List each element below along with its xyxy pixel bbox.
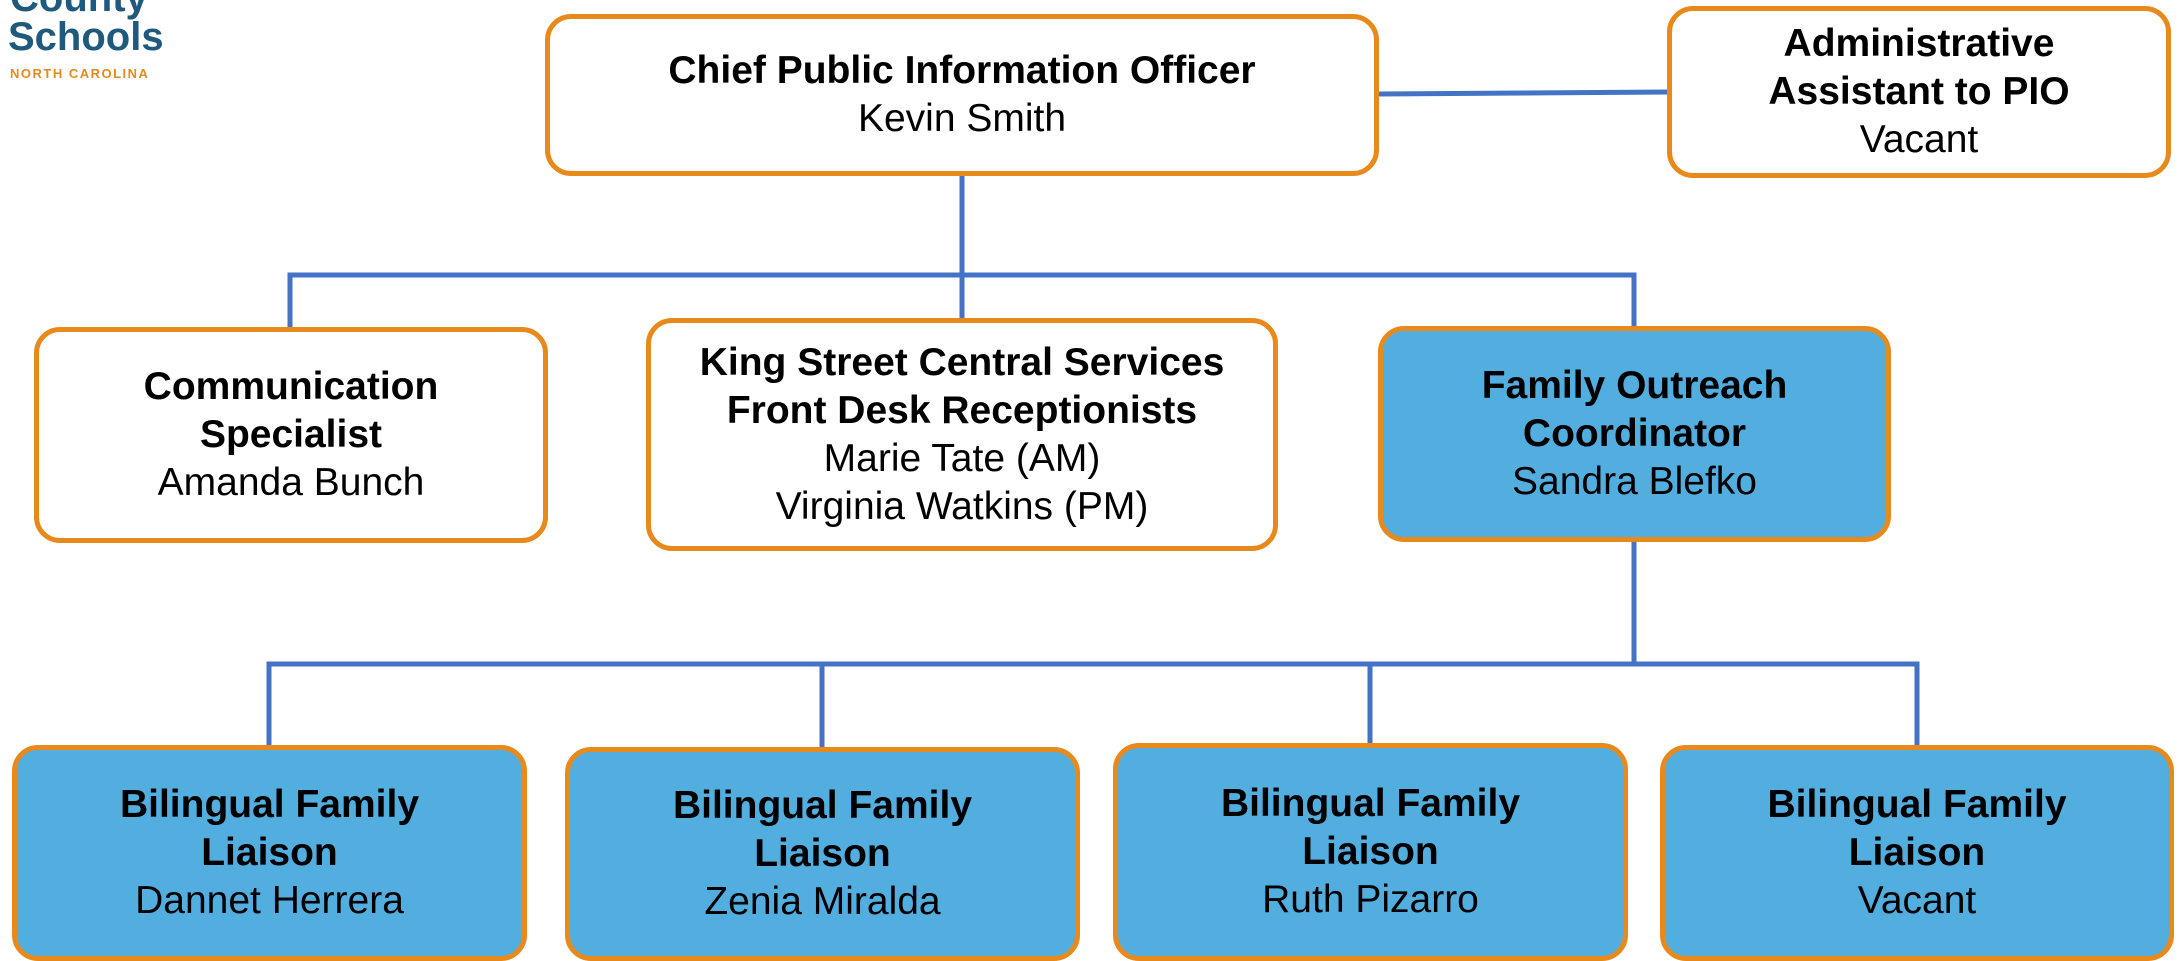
liaison-name: Vacant xyxy=(1857,879,1977,922)
communication-specialist-box: Communication Specialist Amanda Bunch xyxy=(34,327,548,543)
chief-pio-box: Chief Public Information Officer Kevin S… xyxy=(545,14,1379,176)
king-street-receptionists-box: King Street Central Services Front Desk … xyxy=(646,318,1278,551)
liaison-title: Bilingual Family Liaison xyxy=(1767,783,2067,874)
liaison-box: Bilingual Family Liaison Vacant xyxy=(1660,745,2174,961)
liaison-name: Dannet Herrera xyxy=(135,879,404,922)
king-street-receptionists-title: King Street Central Services Front Desk … xyxy=(699,340,1225,432)
admin-assistant-title: Administrative Assistant to PIO xyxy=(1768,22,2070,113)
liaison-name: Zenia Miralda xyxy=(704,880,941,923)
family-outreach-coordinator-name: Sandra Blefko xyxy=(1512,460,1757,503)
king-street-receptionists-names: Marie Tate (AM) Virginia Watkins (PM) xyxy=(775,436,1149,528)
chief-pio-name: Kevin Smith xyxy=(857,97,1067,140)
logo-line-schools: Schools xyxy=(8,15,164,59)
liaison-name: Ruth Pizarro xyxy=(1262,878,1479,921)
liaison-box: Bilingual Family Liaison Zenia Miralda xyxy=(565,747,1080,961)
logo-line-county: County xyxy=(10,0,148,20)
connector-chief-to-assistant xyxy=(1376,89,1670,97)
communication-specialist-name: Amanda Bunch xyxy=(157,461,425,504)
liaison-box: Bilingual Family Liaison Ruth Pizarro xyxy=(1113,743,1628,961)
chief-pio-title: Chief Public Information Officer xyxy=(668,49,1256,92)
communication-specialist-title: Communication Specialist xyxy=(143,365,439,456)
logo-line-state: NORTH CAROLINA xyxy=(10,66,150,81)
liaison-box: Bilingual Family Liaison Dannet Herrera xyxy=(12,745,527,961)
admin-assistant-box: Administrative Assistant to PIO Vacant xyxy=(1667,6,2171,178)
liaison-title: Bilingual Family Liaison xyxy=(119,783,420,874)
district-logo: County Schools NORTH CAROLINA xyxy=(0,0,180,85)
family-outreach-coordinator-box: Family Outreach Coordinator Sandra Blefk… xyxy=(1378,326,1891,542)
liaison-title: Bilingual Family Liaison xyxy=(672,784,973,875)
family-outreach-coordinator-title: Family Outreach Coordinator xyxy=(1481,364,1788,455)
admin-assistant-name: Vacant xyxy=(1859,118,1979,161)
liaison-title: Bilingual Family Liaison xyxy=(1220,782,1521,873)
